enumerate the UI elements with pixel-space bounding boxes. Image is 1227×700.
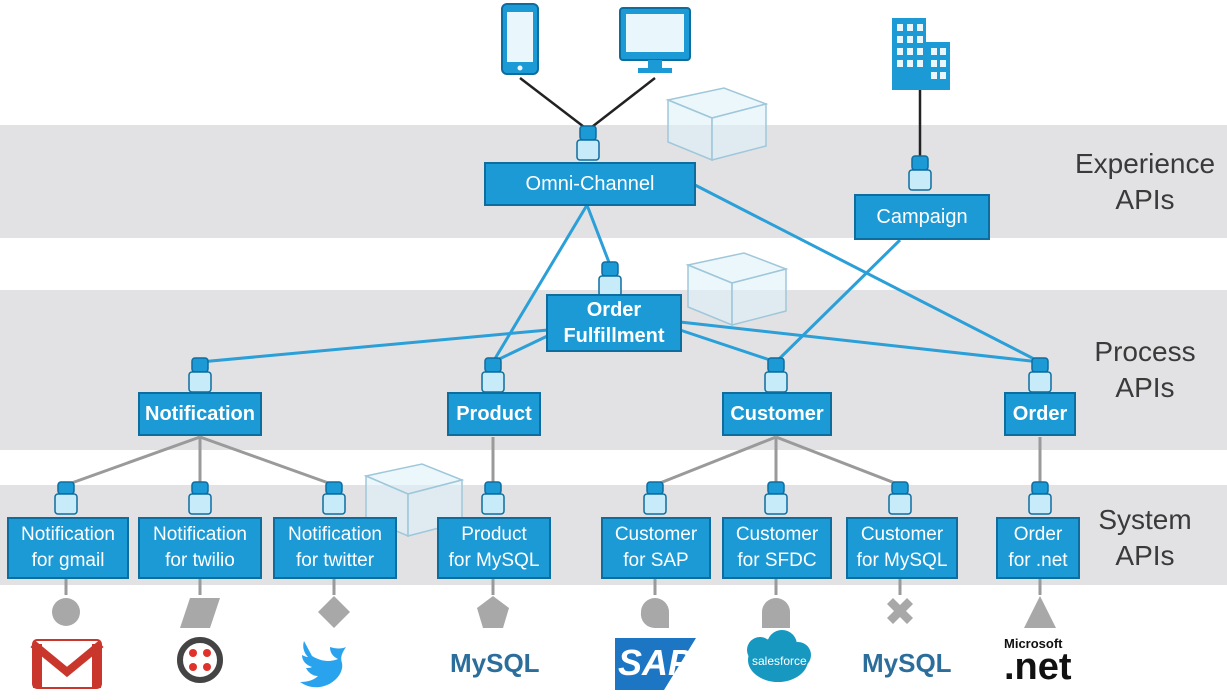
port-notification [188, 357, 212, 393]
customer-sap-node[interactable]: Customer for SAP [601, 517, 711, 579]
mysql-logo: MySQL [862, 648, 952, 678]
port-sys-twitter [322, 481, 346, 515]
microsoft-logo-text: Microsoft [1004, 636, 1063, 651]
port-product [481, 357, 505, 393]
bell-connector-shape [762, 598, 790, 628]
experience-apis-label: Experience APIs [1074, 148, 1216, 215]
customer-sfdc-node[interactable]: Customer for SFDC [722, 517, 832, 579]
campaign-node[interactable]: Campaign [854, 194, 990, 240]
parallelogram-connector-shape [180, 598, 220, 628]
notification-node[interactable]: Notification [138, 392, 262, 436]
omni-channel-node[interactable]: Omni-Channel [484, 162, 696, 206]
mysql-logo: MySQL [450, 648, 540, 678]
cross-connector-shape [887, 598, 913, 624]
sap-logo-text: SAP [618, 642, 693, 683]
customer-node[interactable]: Customer [722, 392, 832, 436]
cube-icon [685, 252, 789, 327]
port-sys-net [1028, 481, 1052, 515]
product-node[interactable]: Product [447, 392, 541, 436]
sap-logo [615, 638, 696, 690]
desktop-icon [619, 7, 691, 73]
port-order-fulfillment [598, 261, 622, 297]
twitter-logo [300, 641, 346, 688]
port-sys-sap [643, 481, 667, 515]
notification-twitter-node[interactable]: Notification for twitter [273, 517, 397, 579]
notification-gmail-node[interactable]: Notification for gmail [7, 517, 129, 579]
triangle-connector-shape [1024, 596, 1056, 628]
port-sys-product [481, 481, 505, 515]
order-fulfillment-node[interactable]: Order Fulfillment [546, 294, 682, 352]
customer-mysql-node[interactable]: Customer for MySQL [846, 517, 958, 579]
port-sys-twilio [188, 481, 212, 515]
process-apis-label: Process APIs [1094, 336, 1196, 403]
port-omni [576, 125, 600, 161]
salesforce-logo [747, 630, 811, 682]
dotnet-logo: .net [1004, 646, 1072, 688]
salesforce-logo-text: salesforce [752, 654, 807, 668]
gmail-logo [30, 639, 104, 689]
diamond-connector-shape [318, 596, 350, 628]
order-net-node[interactable]: Order for .net [996, 517, 1080, 579]
port-sys-mysql [888, 481, 912, 515]
port-campaign [908, 155, 932, 191]
notification-twilio-node[interactable]: Notification for twilio [138, 517, 262, 579]
cube-icon [665, 87, 769, 162]
circle-connector-shape [52, 598, 80, 626]
smartphone-icon [501, 3, 539, 75]
office-building-icon [892, 18, 950, 90]
drop-connector-shape [640, 598, 669, 629]
port-sys-sfdc [764, 481, 788, 515]
port-order [1028, 357, 1052, 393]
system-apis-label: System APIs [1098, 504, 1192, 571]
port-sys-gmail [54, 481, 78, 515]
pentagon-connector-shape [477, 596, 509, 628]
product-mysql-node[interactable]: Product for MySQL [437, 517, 551, 579]
port-customer [764, 357, 788, 393]
order-node[interactable]: Order [1004, 392, 1076, 436]
twilio-logo [177, 637, 223, 683]
